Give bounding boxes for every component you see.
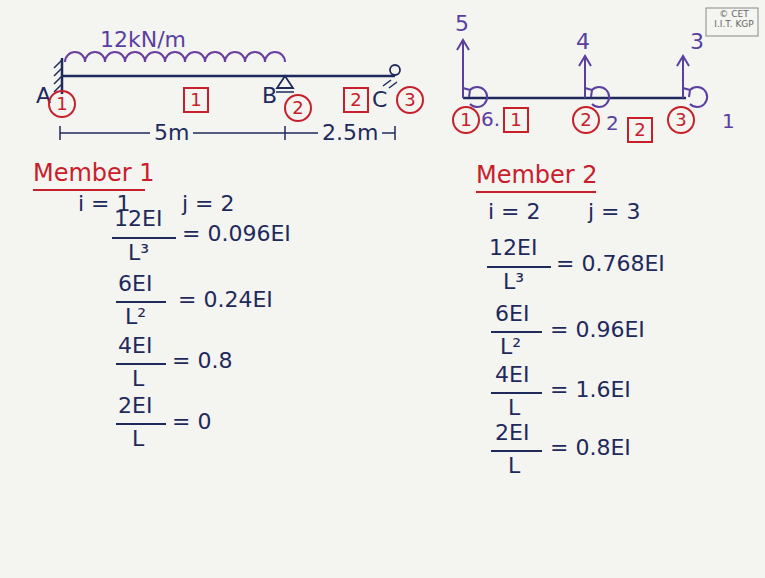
value: = 0.8EI: [550, 436, 631, 460]
node-number: 1: [56, 95, 67, 113]
numerator: 4EI: [118, 334, 152, 358]
value: = 0.24EI: [178, 288, 273, 312]
value: = 1.6EI: [550, 378, 631, 402]
member-number-box: 1: [503, 107, 529, 133]
node-index: j = 2: [182, 192, 235, 216]
dof-number: 1: [722, 110, 735, 132]
node-number-circle: 1: [48, 90, 76, 118]
member-number-box: 1: [183, 87, 209, 113]
dimension: 5m: [150, 121, 193, 145]
denominator: L: [508, 396, 520, 420]
numerator: 2EI: [495, 421, 529, 445]
value: = 0: [172, 410, 211, 434]
node-number-circle: 2: [572, 106, 600, 134]
numerator: 12EI: [489, 236, 537, 260]
node-number: 1: [190, 91, 201, 109]
node-number: 2: [634, 121, 645, 139]
node-number: 2: [350, 91, 361, 109]
numerator: 2EI: [118, 394, 152, 418]
member-heading: Member 1: [33, 160, 155, 186]
node-number: 3: [404, 91, 415, 109]
value: = 0.096EI: [182, 222, 291, 246]
numerator: 6EI: [118, 272, 152, 296]
dof-number: 2: [606, 112, 619, 134]
numerator: 12EI: [114, 207, 162, 231]
denominator: L³: [503, 270, 524, 294]
dof-number: 3: [690, 30, 704, 54]
load-label: 12kN/m: [100, 28, 186, 52]
node-number-circle: 2: [284, 94, 312, 122]
dimension: 2.5m: [318, 121, 382, 145]
denominator: L³: [128, 241, 149, 265]
denominator: L²: [125, 305, 146, 329]
node-number: 3: [675, 111, 686, 129]
value: = 0.8: [172, 349, 232, 373]
dof-number: 6.: [481, 108, 500, 130]
watermark: © CET I.I.T. KGP: [710, 10, 758, 30]
member-number-box: 2: [343, 87, 369, 113]
node-number: 2: [580, 111, 591, 129]
denominator: L: [132, 427, 144, 451]
node-number: 2: [292, 99, 303, 117]
node-index: j = 3: [588, 200, 641, 224]
support-label: B: [262, 84, 277, 108]
numerator: 6EI: [495, 302, 529, 326]
value: = 0.96EI: [550, 318, 645, 342]
value: = 0.768EI: [556, 252, 665, 276]
node-number: 1: [460, 111, 471, 129]
denominator: L: [132, 367, 144, 391]
node-number-circle: 1: [452, 106, 480, 134]
member-number-box: 2: [627, 117, 653, 143]
node-number-circle: 3: [396, 86, 424, 114]
dof-number: 5: [455, 12, 469, 36]
node-number: 1: [510, 111, 521, 129]
dof-number: 4: [576, 30, 590, 54]
denominator: L: [508, 454, 520, 478]
support-label: C: [372, 88, 387, 112]
numerator: 4EI: [495, 363, 529, 387]
member-heading: Member 2: [476, 162, 598, 188]
node-number-circle: 3: [667, 106, 695, 134]
node-index: i = 2: [488, 200, 541, 224]
denominator: L²: [500, 335, 521, 359]
